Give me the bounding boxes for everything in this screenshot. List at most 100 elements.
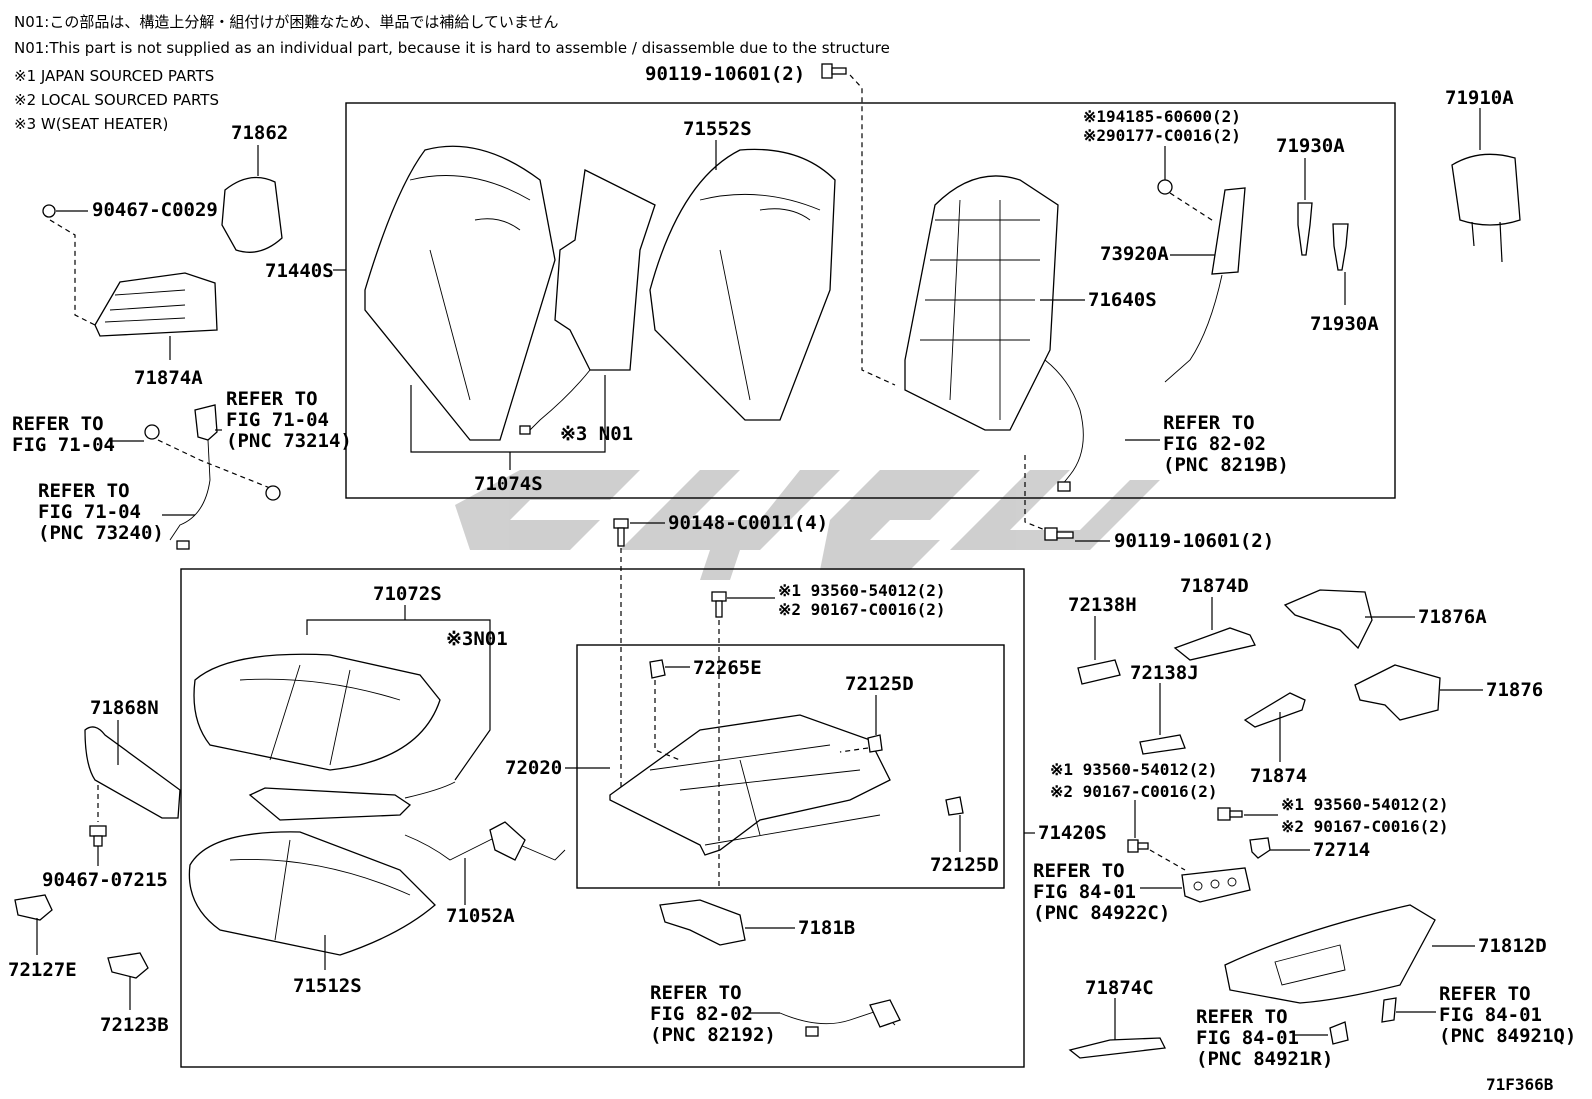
- legend-seat-heater: ※3 W(SEAT HEATER): [14, 115, 168, 133]
- label-71874d: 71874D: [1180, 575, 1249, 597]
- label-71812d: 71812D: [1478, 935, 1547, 957]
- label-90119-top: 90119-10601(2): [645, 63, 805, 85]
- trim-71874-icon: [1243, 692, 1306, 728]
- label-290167-b: ※2 90167-C0016(2): [1050, 782, 1218, 801]
- bolt-90148-icon: [613, 518, 629, 547]
- clip-90467-c0029-icon: [42, 204, 56, 218]
- refer-84922c-line1: REFER TO: [1033, 860, 1125, 882]
- clip-90467-07215-icon: [89, 825, 107, 847]
- label-290177: ※290177-C0016(2): [1083, 126, 1241, 145]
- trim-71874c-icon: [1068, 1037, 1166, 1059]
- label-72020: 72020: [505, 757, 562, 779]
- seatback-frame-71640s-icon: [904, 175, 1059, 431]
- seat-adjuster-72020-icon: [609, 714, 891, 856]
- label-7181b: 7181B: [798, 917, 855, 939]
- label-72127e: 72127E: [8, 959, 77, 981]
- refer-84921q-line3: (PNC 84921Q): [1439, 1025, 1576, 1047]
- refer-73214-line3: (PNC 73214): [226, 430, 352, 452]
- label-71512s: 71512S: [293, 975, 362, 997]
- headrest-71910a-icon: [1451, 153, 1521, 226]
- seatback-cover-71074s-icon: [364, 145, 556, 441]
- refer-84921q-line1: REFER TO: [1439, 983, 1531, 1005]
- harness-82192-icon: [779, 1009, 896, 1026]
- bracket-7181b-icon: [659, 899, 746, 946]
- cover-72127e-icon: [14, 894, 53, 921]
- bolt-93560-c-icon: [1217, 807, 1243, 821]
- trim-71868n-icon: [84, 726, 181, 819]
- label-71876a: 71876A: [1418, 606, 1487, 628]
- bolt-90119-mid-icon: [1044, 527, 1074, 541]
- legend-japan-sourced: ※1 JAPAN SOURCED PARTS: [14, 67, 214, 85]
- side-cover-71812d-icon: [1224, 904, 1436, 1004]
- refer-73240-line3: (PNC 73240): [38, 522, 164, 544]
- label-71074s: 71074S: [474, 473, 543, 495]
- label-290167-a: ※2 90167-C0016(2): [778, 600, 946, 619]
- bolt-93560-b-icon: [1127, 839, 1149, 853]
- label-90467-07215: 90467-07215: [42, 869, 168, 891]
- label-72138h: 72138H: [1068, 594, 1137, 616]
- cover-72125d-2-icon: [945, 796, 964, 816]
- refer-73214-line2: FIG 71-04: [226, 409, 329, 431]
- connector-8219b-icon: [1057, 481, 1071, 492]
- refer-73214-line1: REFER TO: [226, 388, 318, 410]
- refer-8219b-line1: REFER TO: [1163, 412, 1255, 434]
- label-71874a: 71874A: [134, 367, 203, 389]
- label-290167-c: ※2 90167-C0016(2): [1281, 817, 1449, 836]
- knob-84921q-icon: [1381, 997, 1397, 1023]
- refer-82192-line3: (PNC 82192): [650, 1024, 776, 1046]
- guide-71930a-2-icon: [1332, 223, 1349, 271]
- label-71440s: 71440S: [265, 260, 334, 282]
- label-71552s: 71552S: [683, 118, 752, 140]
- label-72123b: 72123B: [100, 1014, 169, 1036]
- label-71072s: 71072S: [373, 583, 442, 605]
- label-90119-mid: 90119-10601(2): [1114, 530, 1274, 552]
- label-71874: 71874: [1250, 765, 1307, 787]
- cover-71862-icon: [221, 176, 283, 253]
- note-n01-english: N01:This part is not supplied as an indi…: [14, 39, 890, 57]
- refer-84921q-line2: FIG 84-01: [1439, 1004, 1542, 1026]
- trim-71876a-icon: [1283, 589, 1373, 650]
- refer-82192-line1: REFER TO: [650, 982, 742, 1004]
- label-3n01-top: ※3 N01: [560, 423, 633, 445]
- label-193560-b: ※1 93560-54012(2): [1050, 760, 1218, 779]
- note-n01-japanese: N01:この部品は、構造上分解・組付けが困難なため、単品では補給していません: [14, 13, 558, 31]
- refer-84921r-line3: (PNC 84921R): [1196, 1048, 1333, 1070]
- bolt-90119-top-icon: [821, 63, 847, 79]
- refer-73240-line2: FIG 71-04: [38, 501, 141, 523]
- refer-84922c-line3: (PNC 84922C): [1033, 902, 1170, 924]
- label-71420s: 71420S: [1038, 822, 1107, 844]
- refer-8219b-line3: (PNC 8219B): [1163, 454, 1289, 476]
- cover-72125d-1-icon: [867, 734, 883, 753]
- lumbar-73920a-icon: [1211, 187, 1246, 275]
- heater-mat-n01-icon: [554, 169, 656, 371]
- buckle-73214-icon: [194, 404, 218, 441]
- switch-84922c-icon: [1181, 867, 1251, 903]
- refer-84921r-line1: REFER TO: [1196, 1006, 1288, 1028]
- label-194185: ※194185-60600(2): [1083, 107, 1241, 126]
- label-3n01-mid: ※3N01: [446, 628, 508, 650]
- label-71868n: 71868N: [90, 697, 159, 719]
- trim-71874a-icon: [94, 272, 218, 337]
- refer-73240-line1: REFER TO: [38, 480, 130, 502]
- nut-194185-icon: [1157, 179, 1173, 195]
- refer-82192-line2: FIG 82-02: [650, 1003, 753, 1025]
- label-72125d-1: 72125D: [845, 673, 914, 695]
- label-193560-c: ※1 93560-54012(2): [1281, 795, 1449, 814]
- trim-71874a-pattern-icon: [104, 289, 186, 323]
- trim-71874d-icon: [1173, 627, 1256, 661]
- seatback-pad-71552s-icon: [649, 148, 836, 421]
- cover-72138h-icon: [1077, 659, 1121, 685]
- label-73920a: 73920A: [1100, 243, 1169, 265]
- label-72265e: 72265E: [693, 657, 762, 679]
- cushion-cover-71072s-icon: [193, 653, 441, 771]
- label-71876: 71876: [1486, 679, 1543, 701]
- knob-84921r-icon: [1329, 1021, 1349, 1045]
- cover-72123b-icon: [107, 952, 149, 979]
- cushion-pad-71512s-icon: [188, 831, 436, 956]
- label-71640s: 71640S: [1088, 289, 1157, 311]
- harness-71052a-icon: [404, 834, 566, 861]
- label-71874c: 71874C: [1085, 977, 1154, 999]
- label-90467-c0029: 90467-C0029: [92, 199, 218, 221]
- connector-73240-icon: [176, 540, 190, 550]
- label-90148: 90148-C0011(4): [668, 512, 828, 534]
